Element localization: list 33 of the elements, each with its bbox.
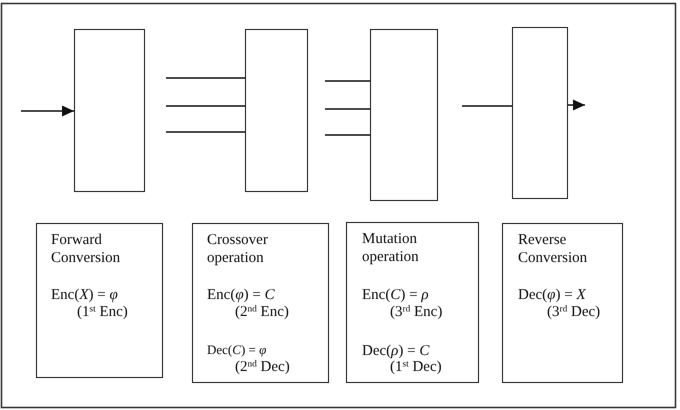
formula-note: (3$^{rd}$ Dec)	[547, 303, 600, 321]
process-block	[512, 27, 568, 199]
connector-line	[325, 134, 370, 136]
connector-line	[325, 80, 370, 82]
formula: Enc(φ) = C	[207, 286, 275, 304]
formula: Dec(φ) = X	[518, 286, 586, 304]
description-box	[36, 223, 163, 378]
formula: Dec(C) = φ	[207, 341, 266, 359]
box-heading: Reverse Conversion	[518, 231, 588, 267]
formula-note: (3$^{rd}$ Enc)	[390, 303, 442, 321]
formula-note: (1$^{st}$ Enc)	[77, 303, 128, 321]
arrow	[21, 106, 74, 116]
box-heading: Forward Conversion	[51, 231, 122, 267]
formula-note: (2$^{nd}$ Enc)	[235, 303, 289, 321]
formula-note: (1$^{st}$ Dec)	[390, 358, 442, 376]
box-heading: Mutation operation	[362, 230, 420, 266]
process-block	[370, 29, 438, 201]
description-box	[192, 223, 329, 383]
connector-line	[166, 77, 245, 79]
formula: Enc(X) = φ	[51, 286, 118, 304]
formula: Enc(C) = ρ	[362, 286, 429, 304]
formula: Dec(ρ) = C	[362, 342, 430, 360]
arrow	[568, 100, 585, 110]
description-box	[346, 222, 479, 383]
box-heading: Crossover operation	[207, 231, 269, 267]
process-block	[245, 29, 308, 192]
process-block	[74, 29, 145, 192]
connector-line	[166, 105, 245, 107]
connector-line	[462, 105, 512, 107]
formula-note: (2$^{nd}$ Dec)	[235, 358, 290, 376]
connector-line	[325, 108, 370, 110]
description-box	[502, 223, 623, 383]
connector-line	[166, 131, 245, 133]
